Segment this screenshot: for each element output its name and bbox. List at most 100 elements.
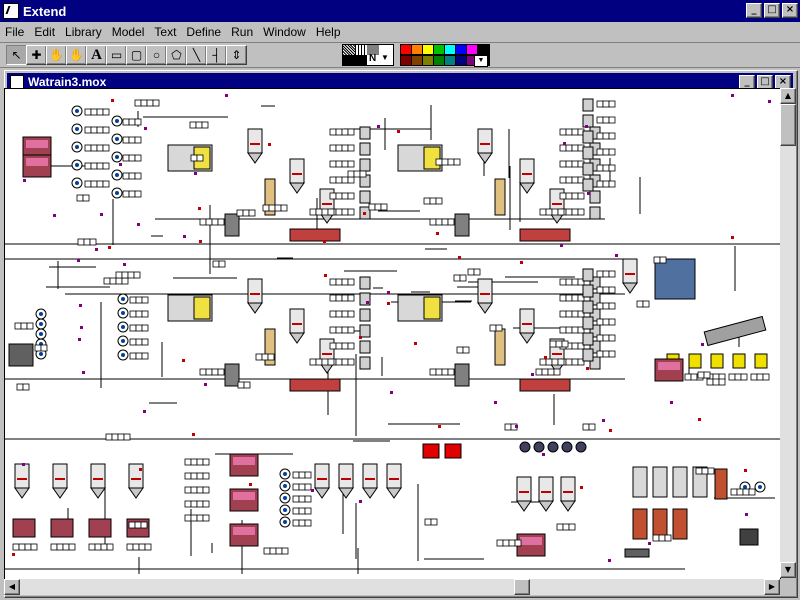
vertical-scrollbar[interactable]: ▲ ▼ [780,88,796,578]
maximize-button[interactable]: □ [764,3,780,18]
value-cell [196,500,204,508]
value-cell [129,310,137,318]
value-cell [341,294,349,302]
vertical-scroll-thumb[interactable] [780,104,796,146]
tank-level [519,491,529,493]
extend-app-icon[interactable] [3,3,19,19]
palette-swatch[interactable] [445,45,455,54]
menu-edit[interactable]: Edit [34,25,56,39]
palette-swatch[interactable] [456,55,466,65]
value-cell [571,342,579,350]
tank-level [563,491,573,493]
tank-level [522,173,532,175]
minimize-button[interactable]: _ [746,3,762,18]
scroll-right-icon[interactable]: ▶ [764,579,780,595]
process-flow-diagram[interactable] [5,89,780,579]
tank-level [55,478,65,480]
palette-swatch[interactable] [423,55,433,65]
tank-block [560,500,576,512]
palette-swatch[interactable] [456,45,466,54]
filter-block [582,130,594,144]
scroll-up-icon[interactable]: ▲ [780,88,796,104]
palette-swatch[interactable] [434,45,444,54]
connection-line-icon[interactable]: ⇕ [226,45,247,65]
scroll-left-icon[interactable]: ◀ [4,579,20,595]
rounded-rect-tool-icon[interactable]: ▢ [126,45,147,65]
value-cell [341,192,349,200]
filter-block [589,206,601,220]
oval-tool-icon[interactable]: ○ [146,45,167,65]
menu-model[interactable]: Model [111,25,145,39]
cloning-icon[interactable]: ✋ [46,45,67,65]
arrow-pointer-icon[interactable]: ↖ [6,45,27,65]
value-cell [184,472,192,480]
color-palette[interactable] [400,44,490,66]
value-cell [429,197,437,205]
tank-level [552,203,562,205]
line-tool-icon[interactable]: ╲ [186,45,207,65]
menu-file[interactable]: File [5,25,25,39]
palette-swatch[interactable] [401,45,411,54]
size-grip[interactable] [780,579,796,595]
value-cell [707,467,715,475]
model-canvas[interactable] [4,88,781,580]
menu-window[interactable]: Window [263,25,306,39]
polygon-tool-icon[interactable]: ⬠ [166,45,187,65]
document-icon[interactable] [10,75,24,89]
value-cell [335,310,343,318]
palette-swatch[interactable] [467,55,477,65]
palette-swatch[interactable] [412,55,422,65]
bin-block [688,353,702,369]
value-cell [608,180,616,188]
menu-define[interactable]: Define [186,25,222,39]
rectangle-tool-icon[interactable]: ▭ [106,45,127,65]
palette-swatch[interactable] [423,45,433,54]
add-connector-icon[interactable]: ✚ [26,45,47,65]
value-cell [341,278,349,286]
palette-swatch[interactable] [401,55,411,65]
machine-block [26,158,48,166]
pattern-dropdown-arrow-icon[interactable]: ▼ [381,53,389,62]
pattern-selector[interactable]: N ▼ [342,44,394,66]
hand-scroll-icon[interactable]: ✋ [66,45,87,65]
value-cell [562,523,570,531]
menu-library[interactable]: Library [65,25,102,39]
value-cell [129,296,137,304]
value-cell [565,160,573,168]
menu-run[interactable]: Run [231,25,254,39]
value-cell [435,197,443,205]
value-cell [190,500,198,508]
menu-help[interactable]: Help [315,25,341,39]
value-cell [196,486,204,494]
scroll-down-icon[interactable]: ▼ [780,562,796,578]
value-cell [14,322,22,330]
horizontal-scroll-thumb[interactable] [514,579,530,595]
value-cell [545,208,553,216]
silo-block [692,466,708,498]
connector-dot [397,130,400,133]
motor-block [115,155,119,159]
filter-block [582,332,594,346]
palette-swatch[interactable] [445,55,455,65]
text-tool-icon[interactable]: A [86,45,107,65]
value-cell [565,310,573,318]
value-cell [473,268,481,276]
value-cell [329,294,337,302]
value-cell [712,378,720,386]
close-button[interactable]: × [782,3,798,18]
menu-text[interactable]: Text [154,25,177,39]
value-cell [96,180,104,188]
palette-dropdown-arrow-icon[interactable]: ▼ [474,55,488,67]
palette-swatch[interactable] [412,45,422,54]
connector-dot [204,383,207,386]
palette-swatch[interactable] [467,45,477,54]
tank-block [247,128,263,154]
palette-swatch[interactable] [478,45,488,54]
app-title-bar[interactable]: Extend _ □ × [0,0,800,22]
filter-block [589,276,601,290]
palette-swatch[interactable] [434,55,444,65]
horizontal-scrollbar[interactable]: ◀ ▶ [4,579,780,595]
value-cell [608,270,616,278]
tank-block [622,258,638,284]
right-angle-line-icon[interactable]: ┤ [206,45,227,65]
